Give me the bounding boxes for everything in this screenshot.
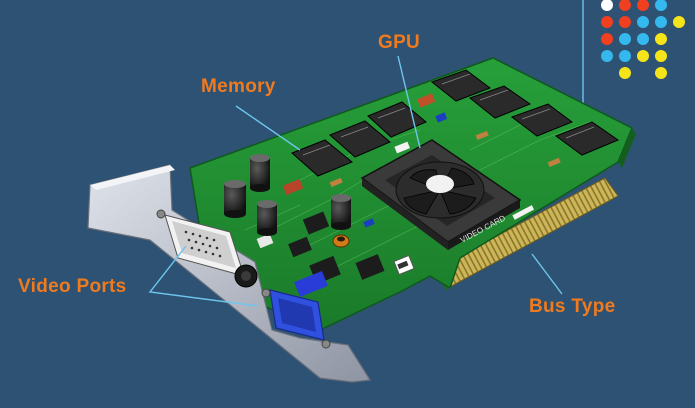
decorative-dot bbox=[601, 16, 613, 28]
video-ports-leader-line bbox=[148, 245, 259, 307]
memory-chip bbox=[554, 121, 620, 156]
decorative-dot bbox=[655, 67, 667, 79]
decorative-dot-grid bbox=[601, 0, 685, 79]
decorative-dot bbox=[601, 0, 613, 11]
memory-chip bbox=[329, 120, 391, 158]
decorative-dot bbox=[619, 50, 631, 62]
capacitor bbox=[331, 194, 351, 230]
memory-chip bbox=[430, 69, 492, 102]
decorative-dot bbox=[637, 16, 649, 28]
decorative-dot bbox=[619, 16, 631, 28]
gpu-label: GPU bbox=[378, 32, 421, 53]
memory-chip bbox=[510, 103, 574, 137]
mounting-bracket bbox=[87, 164, 372, 383]
decorative-dot bbox=[619, 67, 631, 79]
memory-leader-line bbox=[235, 105, 301, 151]
decorative-dot bbox=[637, 33, 649, 45]
decorative-dot bbox=[655, 0, 667, 11]
gpu-heatsink-fan: VIDEO CARD bbox=[360, 139, 522, 250]
decorative-dot bbox=[655, 16, 667, 28]
vga-port bbox=[261, 288, 331, 349]
bus-type-label: Bus Type bbox=[529, 296, 616, 317]
leader-lines bbox=[148, 55, 563, 307]
small-components bbox=[256, 93, 561, 298]
decorative-dot bbox=[637, 0, 649, 11]
capacitors bbox=[224, 154, 351, 236]
decorative-dot bbox=[619, 0, 631, 11]
decorative-dot bbox=[655, 50, 667, 62]
decorative-dot bbox=[655, 33, 667, 45]
decorative-dot bbox=[619, 33, 631, 45]
decorative-dot bbox=[601, 33, 613, 45]
decorative-dot bbox=[673, 16, 685, 28]
video-ports-label: Video Ports bbox=[18, 276, 127, 297]
memory-chip bbox=[291, 139, 353, 177]
capacitor bbox=[257, 200, 277, 236]
svideo-port bbox=[234, 264, 258, 288]
gpu-leader-line bbox=[397, 55, 421, 149]
decorative-dot bbox=[637, 50, 649, 62]
bus-type-leader-line bbox=[531, 253, 563, 295]
memory-chip bbox=[468, 85, 532, 119]
capacitor bbox=[224, 180, 246, 218]
memory-label: Memory bbox=[201, 76, 276, 97]
decorative-dot bbox=[601, 50, 613, 62]
capacitor bbox=[250, 154, 270, 192]
